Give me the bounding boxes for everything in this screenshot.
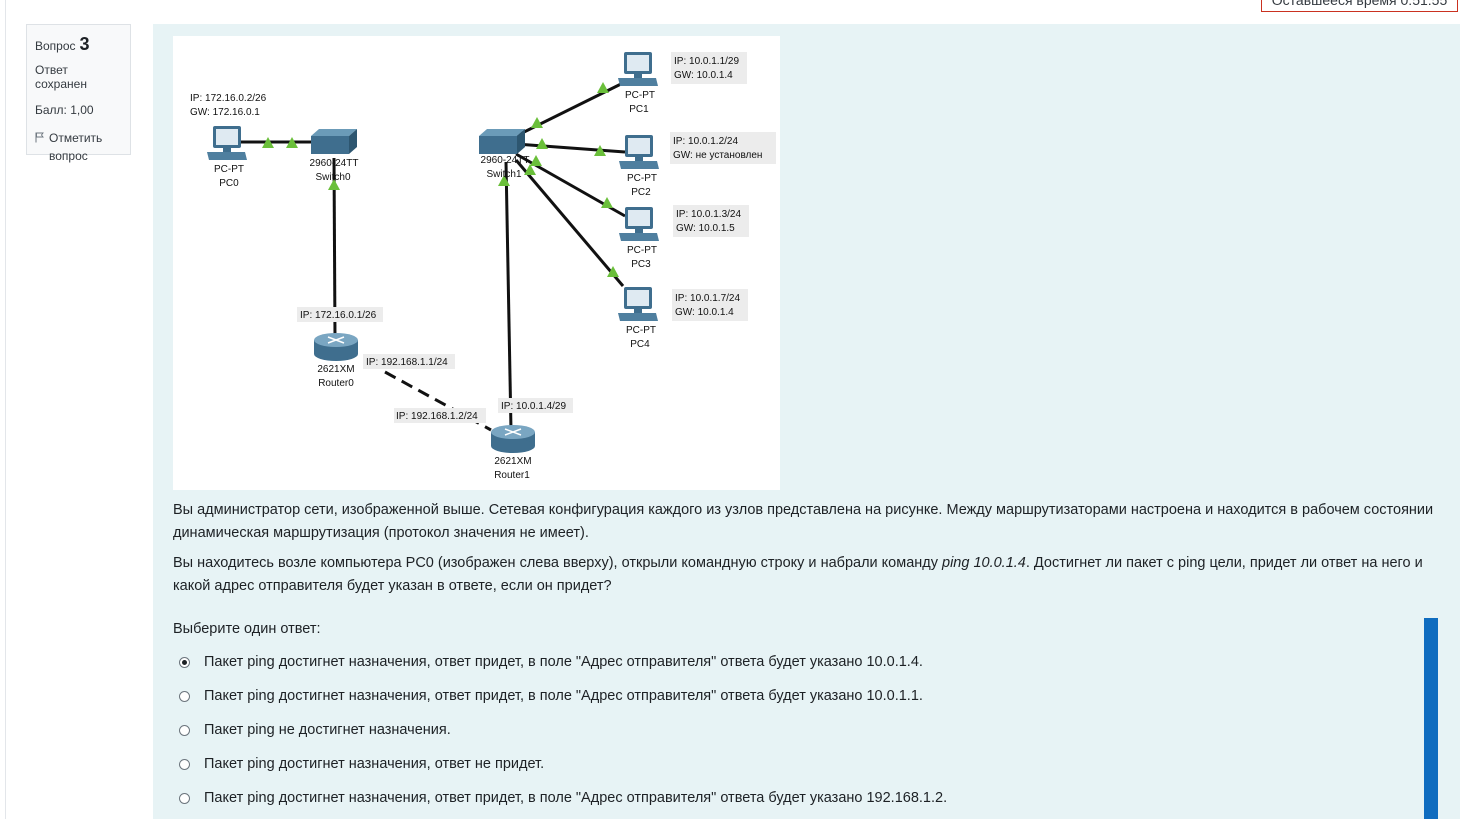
router1-wan-ip-label: IP: 192.168.1.2/24	[396, 411, 478, 422]
question-info-panel: Вопрос 3 Ответ сохранен Балл: 1,00 Отмет…	[26, 24, 131, 163]
scroll-indicator[interactable]	[1424, 618, 1438, 819]
pc0-type-label: PC-PT	[214, 164, 244, 175]
page-left-border	[5, 0, 6, 819]
pc1-gw-label: GW: 10.0.1.4	[674, 70, 733, 81]
question-number-line: Вопрос 3	[35, 34, 122, 55]
router0-icon	[314, 333, 358, 361]
answer-option-3[interactable]: Пакет ping не достигнет назначения.	[179, 713, 947, 747]
port-up-icon	[328, 179, 340, 190]
radio-button[interactable]	[179, 792, 190, 804]
answer-option-label: Пакет ping достигнет назначения, ответ п…	[204, 688, 923, 704]
pc1-type-label: PC-PT	[625, 90, 655, 101]
router1-icon	[491, 425, 535, 453]
pc1-ip-label: IP: 10.0.1.1/29	[674, 56, 739, 67]
pc3-icon	[619, 207, 659, 241]
router1-name-label: Router1	[494, 470, 530, 481]
pc4-ip-label: IP: 10.0.1.7/24	[675, 293, 740, 304]
router0-name-label: Router0	[318, 378, 354, 389]
switch1-type-label: 2960-24TT	[481, 155, 530, 166]
radio-button[interactable]	[179, 690, 190, 702]
answer-option-1[interactable]: Пакет ping достигнет назначения, ответ п…	[179, 645, 947, 679]
ping-command: ping 10.0.1.4	[942, 555, 1026, 571]
pc1-name-label: PC1	[629, 104, 649, 115]
pc1-icon	[618, 52, 658, 86]
radio-button[interactable]	[179, 758, 190, 770]
port-up-icon	[524, 164, 536, 175]
answer-option-label: Пакет ping достигнет назначения, ответ п…	[204, 790, 948, 806]
pc3-type-label: PC-PT	[627, 245, 657, 256]
pc4-type-label: PC-PT	[626, 325, 656, 336]
question-paragraph-1: Вы администратор сети, изображенной выше…	[173, 502, 1434, 541]
port-up-icon	[531, 117, 543, 128]
link-switch1-router1	[504, 161, 513, 431]
port-up-icon	[597, 82, 609, 93]
switch0-name-label: Switch0	[315, 172, 350, 183]
question-state: Ответ сохранен	[35, 63, 87, 91]
answer-option-2[interactable]: Пакет ping достигнет назначения, ответ п…	[179, 679, 947, 713]
port-up-icon	[601, 197, 613, 208]
router0-wan-ip-label: IP: 192.168.1.1/24	[366, 357, 448, 368]
flag-question-button[interactable]: Отметить вопрос	[35, 129, 122, 165]
question-content: IP: 172.16.0.2/26 GW: 172.16.0.1 PC-PT P…	[153, 24, 1460, 819]
pc4-name-label: PC4	[630, 339, 650, 350]
network-diagram: IP: 172.16.0.2/26 GW: 172.16.0.1 PC-PT P…	[173, 36, 780, 490]
radio-button[interactable]	[179, 724, 190, 736]
pc2-gw-label: GW: не установлен	[673, 150, 762, 161]
pc2-icon	[619, 135, 659, 169]
question-paragraph-2: Вы находитесь возле компьютера PC0 (изоб…	[173, 552, 1443, 597]
answer-option-4[interactable]: Пакет ping достигнет назначения, ответ н…	[179, 747, 947, 781]
router0-type-label: 2621XM	[317, 364, 354, 375]
pc2-type-label: PC-PT	[627, 173, 657, 184]
port-up-icon	[530, 155, 542, 166]
pc4-icon	[618, 287, 658, 321]
port-up-icon	[262, 137, 274, 148]
pc0-gw-label: GW: 172.16.0.1	[190, 107, 260, 118]
answer-prompt: Выберите один ответ:	[173, 621, 321, 637]
answer-option-label: Пакет ping достигнет назначения, ответ н…	[204, 756, 545, 772]
answer-option-label: Пакет ping достигнет назначения, ответ п…	[204, 654, 923, 670]
network-diagram-svg: IP: 172.16.0.2/26 GW: 172.16.0.1 PC-PT P…	[190, 52, 776, 481]
question-label: Вопрос	[35, 39, 76, 53]
pc3-name-label: PC3	[631, 259, 651, 270]
answer-option-5[interactable]: Пакет ping достигнет назначения, ответ п…	[179, 781, 947, 815]
flag-question-label: Отметить вопрос	[49, 131, 103, 163]
pc2-ip-label: IP: 10.0.1.2/24	[673, 136, 738, 147]
pc0-icon	[207, 126, 247, 160]
router0-lan-ip-label: IP: 172.16.0.1/26	[300, 310, 377, 321]
link-switch1-pc2	[515, 142, 626, 154]
pc3-ip-label: IP: 10.0.1.3/24	[676, 209, 741, 220]
port-up-icon	[286, 137, 298, 148]
question-grade: Балл: 1,00	[35, 103, 94, 117]
switch1-name-label: Switch1	[486, 169, 521, 180]
pc2-name-label: PC2	[631, 187, 651, 198]
question-number: 3	[79, 34, 90, 54]
router1-type-label: 2621XM	[494, 456, 531, 467]
pc3-gw-label: GW: 10.0.1.5	[676, 223, 735, 234]
question-paragraph-2-start: Вы находитесь возле компьютера PC0 (изоб…	[173, 555, 943, 571]
pc4-gw-label: GW: 10.0.1.4	[675, 307, 734, 318]
switch0-icon	[311, 129, 357, 154]
router1-lan-ip-label: IP: 10.0.1.4/29	[501, 401, 566, 412]
port-up-icon	[607, 266, 619, 277]
port-up-icon	[536, 138, 548, 149]
port-up-icon	[498, 175, 510, 186]
question-text: Вы администратор сети, изображенной выше…	[173, 499, 1443, 605]
flag-icon	[35, 132, 44, 143]
port-indicators	[262, 82, 619, 277]
switch1-icon	[479, 129, 525, 154]
port-up-icon	[594, 145, 606, 156]
pc0-ip-label: IP: 172.16.0.2/26	[190, 93, 267, 104]
links	[239, 80, 626, 432]
answer-option-label: Пакет ping не достигнет назначения.	[204, 722, 451, 738]
radio-button-selected[interactable]	[179, 656, 190, 668]
question-paragraph-2-end: . Достигнет ли пакет с ping цели, придет…	[173, 555, 1423, 594]
pc0-name-label: PC0	[219, 178, 239, 189]
link-switch1-pc4	[514, 159, 625, 287]
quiz-timer: Оставшееся время 0:51:55	[1261, 0, 1458, 12]
switch0-type-label: 2960-24TT	[310, 158, 359, 169]
answer-list: Пакет ping достигнет назначения, ответ п…	[179, 645, 947, 815]
